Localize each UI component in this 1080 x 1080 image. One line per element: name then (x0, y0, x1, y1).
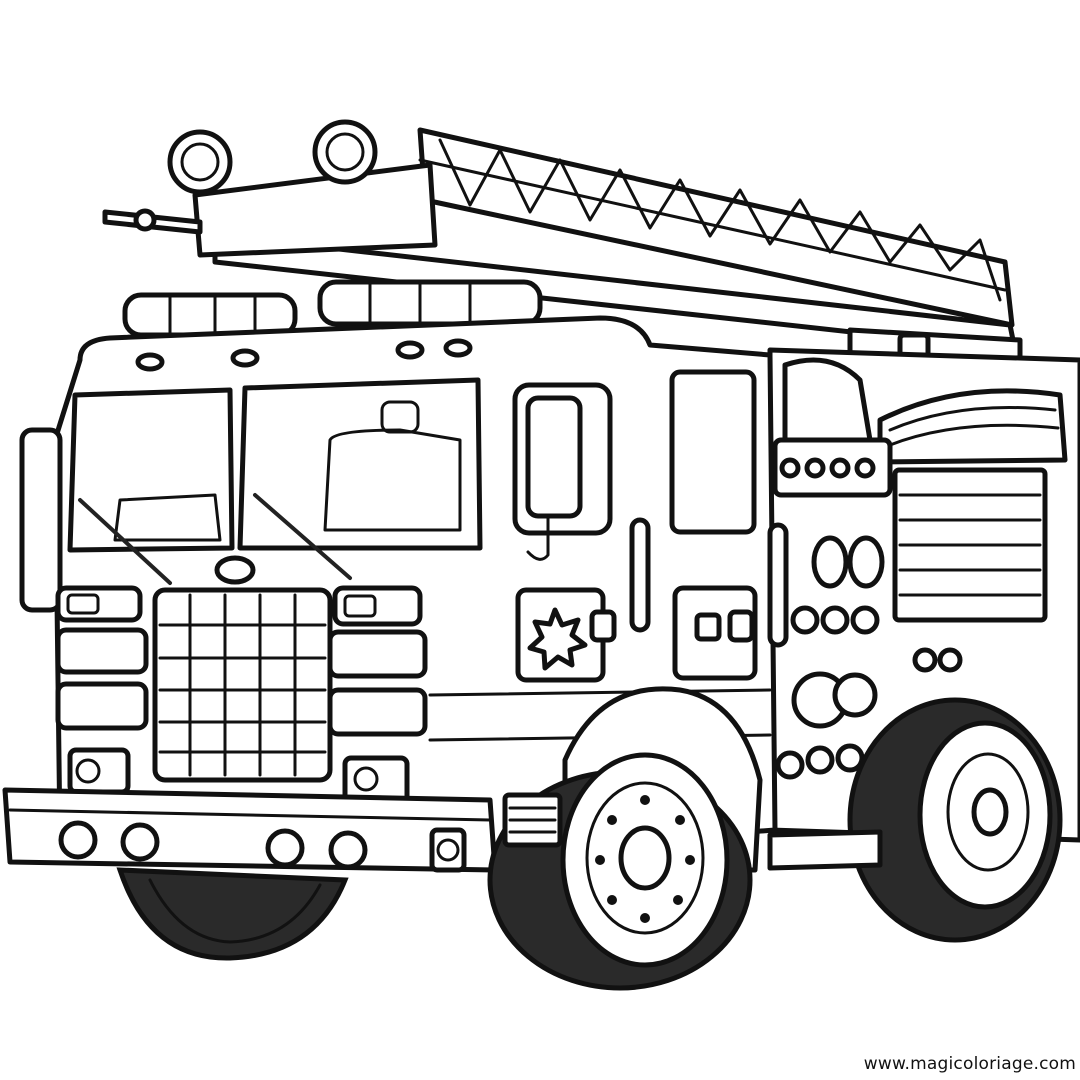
roof-light-bars (122, 279, 543, 338)
watermark-text: www.magicoloriage.com (863, 1054, 1076, 1074)
front-left-wheel (116, 867, 349, 961)
rear-step (767, 829, 883, 871)
front-grille (55, 555, 428, 805)
rear-wheel (847, 697, 1063, 943)
front-bumper (2, 787, 498, 873)
